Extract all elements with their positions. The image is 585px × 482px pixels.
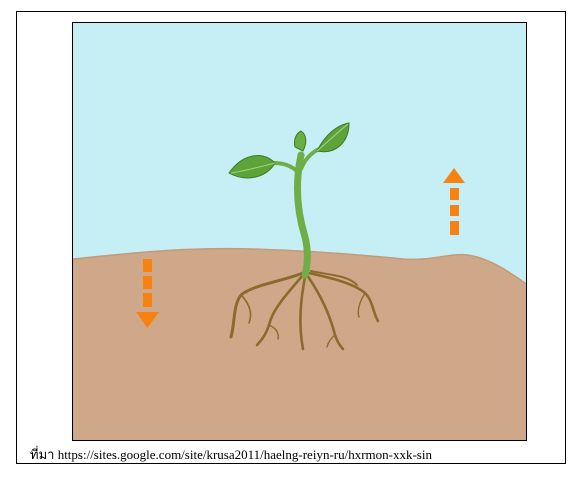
down-arrow-dash-3 [143, 293, 152, 307]
up-arrow-dash-2 [450, 205, 459, 216]
plant-growth-diagram [72, 22, 527, 441]
plant-illustration [73, 23, 527, 441]
image-source-caption: ที่มา https://sites.google.com/site/krus… [30, 444, 432, 465]
down-arrow-dash-1 [143, 259, 152, 272]
up-arrow-dash-1 [450, 188, 459, 200]
up-arrow-dash-3 [450, 221, 459, 235]
down-arrow-dash-2 [143, 276, 152, 289]
